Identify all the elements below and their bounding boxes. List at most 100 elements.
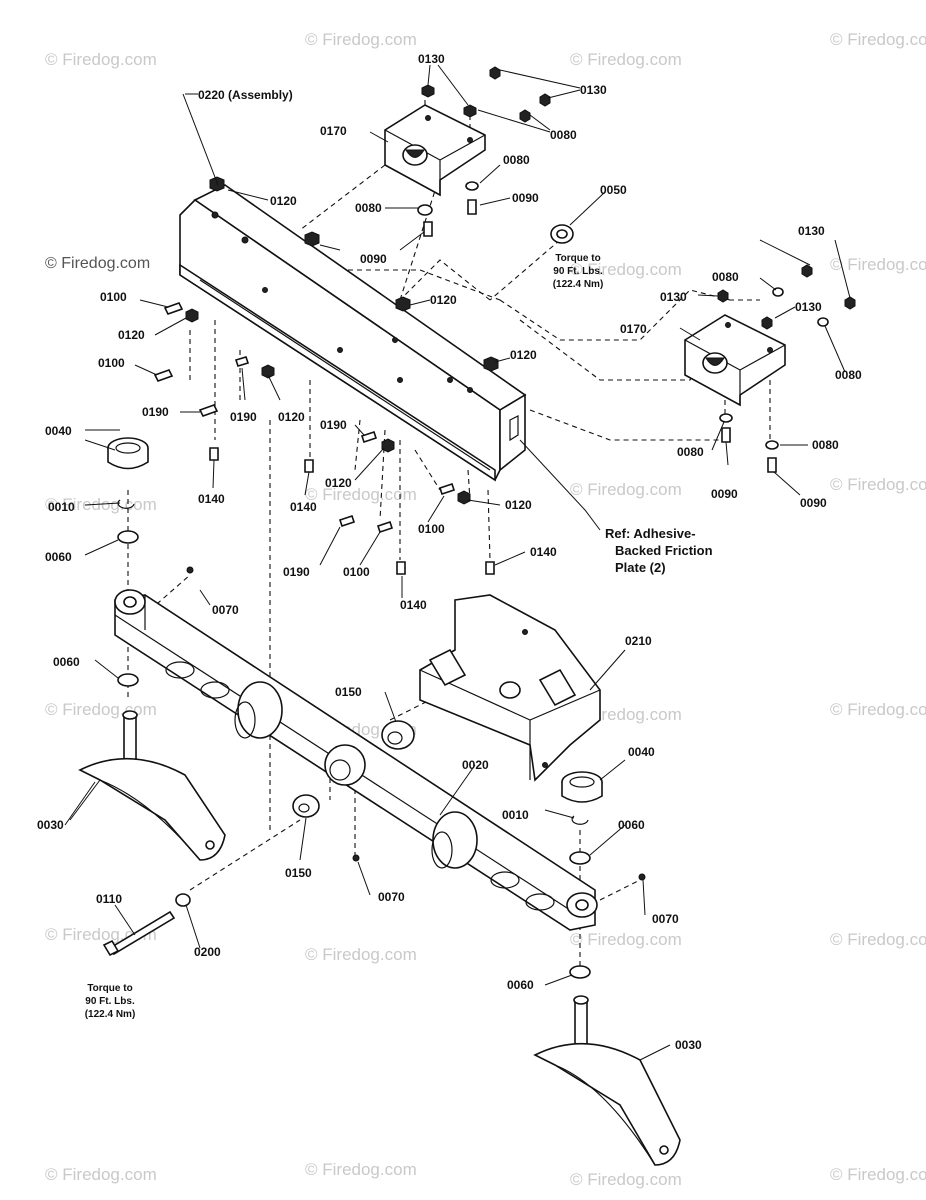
- reference-note-line: Plate (2): [615, 560, 666, 575]
- watermark-text: © Firedog.com: [830, 475, 926, 494]
- label-0190: 0190: [230, 410, 257, 424]
- label-0140: 0140: [290, 500, 317, 514]
- label-0170: 0170: [320, 124, 347, 138]
- label-0140: 0140: [400, 598, 427, 612]
- hardware-fasteners: [153, 66, 856, 575]
- label-0100: 0100: [418, 522, 445, 536]
- label-0060: 0060: [53, 655, 80, 669]
- watermark-text: © Firedog.com: [830, 255, 926, 274]
- label-0130: 0130: [418, 52, 445, 66]
- label-0140: 0140: [198, 492, 225, 506]
- torque-note-line: (122.4 Nm): [552, 279, 604, 290]
- caster-forks: [78, 710, 681, 1166]
- watermark-text: © Firedog.com: [570, 930, 682, 949]
- label-0060: 0060: [507, 978, 534, 992]
- torque-note-line: Torque to: [555, 253, 601, 264]
- label-0110: 0110: [96, 892, 123, 906]
- label-0080: 0080: [835, 368, 862, 382]
- label-0200: 0200: [194, 945, 221, 959]
- label-0120: 0120: [118, 328, 145, 342]
- watermark-text: © Firedog.com: [45, 1165, 157, 1184]
- torque-note-line: 90 Ft. Lbs.: [85, 996, 135, 1007]
- label-0070: 0070: [652, 912, 679, 926]
- watermark-text: © Firedog.com: [830, 30, 926, 49]
- label-0080: 0080: [812, 438, 839, 452]
- label-0090: 0090: [512, 191, 539, 205]
- watermark-text: © Firedog.com: [305, 945, 417, 964]
- label-0080: 0080: [677, 445, 704, 459]
- reference-note: Ref: Adhesive- Backed Friction Plate (2): [605, 525, 713, 576]
- label-0120: 0120: [278, 410, 305, 424]
- label-0090: 0090: [711, 487, 738, 501]
- label-0010: 0010: [502, 808, 529, 822]
- label-0100: 0100: [343, 565, 370, 579]
- label-0050: 0050: [600, 183, 627, 197]
- label-0080: 0080: [503, 153, 530, 167]
- label-0090: 0090: [360, 252, 387, 266]
- label-0120: 0120: [505, 498, 532, 512]
- torque-note-line: (122.4 Nm): [84, 1009, 136, 1020]
- watermark-text: © Firedog.com: [305, 30, 417, 49]
- leader-lines: [64, 64, 851, 1061]
- torque-note-line: Torque to: [87, 983, 133, 994]
- label-0040: 0040: [45, 424, 72, 438]
- torque-note-top: Torque to 90 Ft. Lbs. (122.4 Nm): [540, 252, 616, 291]
- watermark-text: © Firedog.com: [305, 485, 417, 504]
- label-0130: 0130: [580, 83, 607, 97]
- label-0100: 0100: [100, 290, 127, 304]
- label-0130: 0130: [798, 224, 825, 238]
- label-0150: 0150: [335, 685, 362, 699]
- label-0170: 0170: [620, 322, 647, 336]
- label-0190: 0190: [142, 405, 169, 419]
- watermark-text: © Firedog.com: [830, 930, 926, 949]
- pivot-caps-and-washers: [107, 437, 646, 979]
- label-0020: 0020: [462, 758, 489, 772]
- label-0150: 0150: [285, 866, 312, 880]
- watermark-text: © Firedog.com: [570, 260, 682, 279]
- label-0030: 0030: [675, 1038, 702, 1052]
- watermark-text: © Firedog.com: [830, 1165, 926, 1184]
- watermark-text: © Firedog.com: [570, 1170, 682, 1189]
- label-0080: 0080: [355, 201, 382, 215]
- label-0210: 0210: [625, 634, 652, 648]
- torque-note-bottom: Torque to 90 Ft. Lbs. (122.4 Nm): [72, 982, 148, 1021]
- label-0130: 0130: [795, 300, 822, 314]
- label-0100: 0100: [98, 356, 125, 370]
- label-0090: 0090: [800, 496, 827, 510]
- watermark-text: © Firedog.com: [830, 700, 926, 719]
- watermark-text: © Firedog.com: [570, 50, 682, 69]
- label-0060: 0060: [618, 818, 645, 832]
- label-0080: 0080: [550, 128, 577, 142]
- label-0060: 0060: [45, 550, 72, 564]
- label-0120: 0120: [325, 476, 352, 490]
- bushings: [292, 720, 415, 818]
- label-0120: 0120: [510, 348, 537, 362]
- label-0190: 0190: [283, 565, 310, 579]
- torque-note-line: 90 Ft. Lbs.: [553, 266, 603, 277]
- label-0130: 0130: [660, 290, 687, 304]
- label-0070: 0070: [212, 603, 239, 617]
- pivot-bolt-0110: [102, 910, 176, 957]
- bracket-0170-right: [684, 314, 786, 407]
- watermark-text: © Firedog.com: [305, 1160, 417, 1179]
- label-0030: 0030: [37, 818, 64, 832]
- reference-note-line: Ref: Adhesive-: [605, 526, 696, 541]
- bracket-0170-top: [384, 104, 486, 197]
- label-0140: 0140: [530, 545, 557, 559]
- label-0120: 0120: [430, 293, 457, 307]
- reference-note-line: Backed Friction: [615, 543, 713, 558]
- watermark-text: © Firedog.com: [45, 255, 151, 272]
- frame-channel-assembly: [179, 184, 527, 482]
- watermark-text: © Firedog.com: [45, 50, 157, 69]
- label-0040: 0040: [628, 745, 655, 759]
- watermark-text: © Firedog.com: [570, 480, 682, 499]
- label-0070: 0070: [378, 890, 405, 904]
- pivot-bracket-0210: [419, 594, 601, 782]
- label-0220-assembly: 0220 (Assembly): [198, 88, 293, 102]
- label-0010: 0010: [48, 500, 75, 514]
- label-0080: 0080: [712, 270, 739, 284]
- label-0190: 0190: [320, 418, 347, 432]
- label-0120: 0120: [270, 194, 297, 208]
